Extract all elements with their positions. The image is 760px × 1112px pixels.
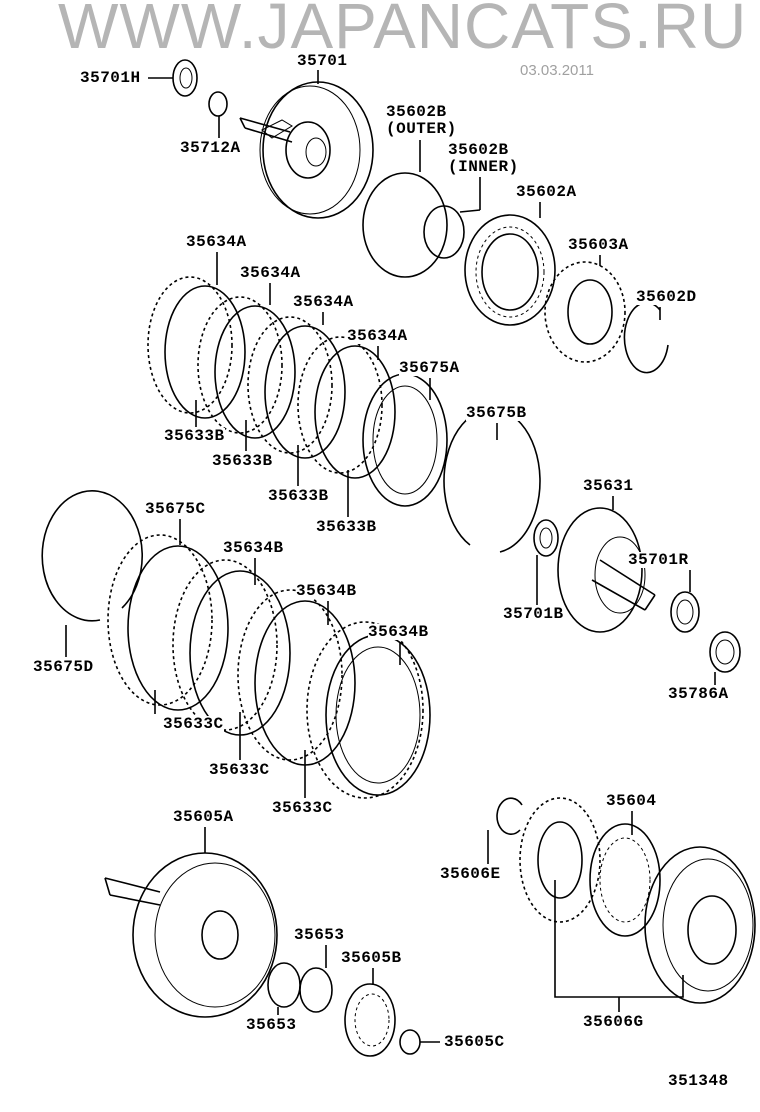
part-35602A[interactable] [464,214,556,326]
part-35701B[interactable] [533,519,559,557]
label-35633C-1: 35633C [163,715,224,733]
label-35606E: 35606E [440,865,501,883]
clutch-pack-35634B-35633C[interactable] [107,534,431,799]
label-35675A: 35675A [399,359,460,377]
label-35605A: 35605A [173,808,234,826]
label-35634A-1: 35634A [186,233,247,251]
label-35634A-4: 35634A [347,327,408,345]
part-35602B-outer[interactable] [362,172,448,278]
part-35701R[interactable] [670,591,700,633]
label-35786A: 35786A [668,685,729,703]
label-35602B-inner: 35602B [448,141,509,159]
label-35675B: 35675B [466,404,527,422]
part-35675B[interactable] [443,408,541,553]
label-35605B: 35605B [341,949,402,967]
diagram-number: 351348 [668,1072,729,1090]
label-35633B-4: 35633B [316,518,377,536]
part-35604[interactable] [589,823,661,937]
label-35602B-outer: 35602B [386,103,447,121]
label-outer: (OUTER) [386,120,457,138]
label-35631: 35631 [583,477,634,495]
label-35675D: 35675D [33,658,94,676]
label-35712A: 35712A [180,139,241,157]
part-35605C[interactable] [399,1029,421,1055]
part-35653-b[interactable] [299,967,333,1013]
label-35701B: 35701B [503,605,564,623]
label-35633B-2: 35633B [212,452,273,470]
label-inner: (INNER) [448,158,519,176]
label-35604: 35604 [606,792,657,810]
label-35653-2: 35653 [246,1016,297,1034]
label-35606G: 35606G [583,1013,644,1031]
label-35633C-2: 35633C [209,761,270,779]
part-35606E[interactable] [496,797,523,835]
label-35603A: 35603A [568,236,629,254]
label-35634B-3: 35634B [368,623,429,641]
label-35653-1: 35653 [294,926,345,944]
label-35701H: 35701H [80,69,141,87]
part-35602B-inner[interactable] [423,205,465,259]
part-35701[interactable] [239,81,374,219]
label-35701R: 35701R [628,551,689,569]
part-35675D[interactable] [41,490,144,622]
part-35605A[interactable] [104,852,278,1018]
part-35603A[interactable] [544,261,626,363]
label-35634B-1: 35634B [223,539,284,557]
part-35602D[interactable] [623,301,669,374]
part-35701H[interactable] [172,59,198,97]
label-35634A-3: 35634A [293,293,354,311]
label-35605C: 35605C [444,1033,505,1051]
label-35634B-2: 35634B [296,582,357,600]
label-35602A: 35602A [516,183,577,201]
label-35633B-1: 35633B [164,427,225,445]
part-35605B[interactable] [344,983,396,1057]
watermark: WWW.JAPANCATS.RU [58,0,748,62]
label-35633C-3: 35633C [272,799,333,817]
part-35631[interactable] [557,507,656,633]
part-35653-a[interactable] [267,962,301,1008]
label-35701: 35701 [297,52,348,70]
label-35634A-2: 35634A [240,264,301,282]
label-35633B-3: 35633B [268,487,329,505]
watermark-date: 03.03.2011 [520,62,594,79]
label-35675C: 35675C [145,500,206,518]
label-35602D: 35602D [636,288,697,306]
part-35786A[interactable] [709,631,741,673]
part-35712A[interactable] [208,91,228,117]
clutch-pack-35634A-35633B[interactable] [147,276,448,507]
